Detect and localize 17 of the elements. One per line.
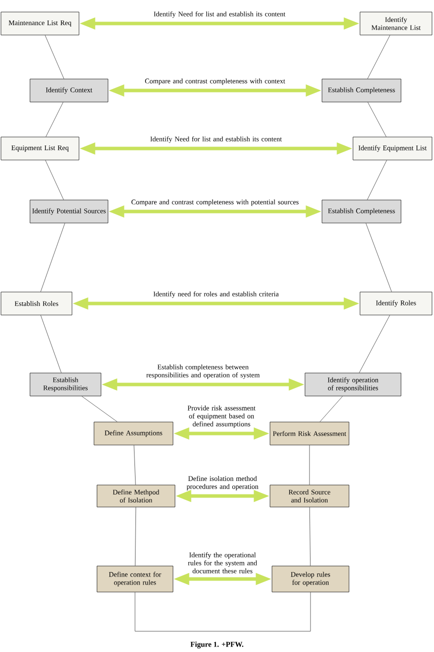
connector-line bbox=[368, 102, 386, 137]
connector-line bbox=[367, 35, 390, 79]
connector-line bbox=[134, 592, 311, 632]
connector-line bbox=[359, 315, 390, 373]
connector-line bbox=[309, 507, 311, 566]
connector-line bbox=[367, 160, 387, 200]
connector-line bbox=[40, 315, 62, 373]
connector-line bbox=[134, 445, 136, 485]
connector-line bbox=[366, 223, 392, 292]
connector-line bbox=[45, 160, 64, 200]
connector-line bbox=[320, 396, 343, 422]
connector-line bbox=[309, 445, 310, 485]
connector-line bbox=[134, 507, 136, 566]
connector-line bbox=[44, 35, 64, 79]
connector-line bbox=[82, 396, 118, 422]
connector-line bbox=[40, 223, 66, 292]
connector-line bbox=[46, 102, 64, 137]
